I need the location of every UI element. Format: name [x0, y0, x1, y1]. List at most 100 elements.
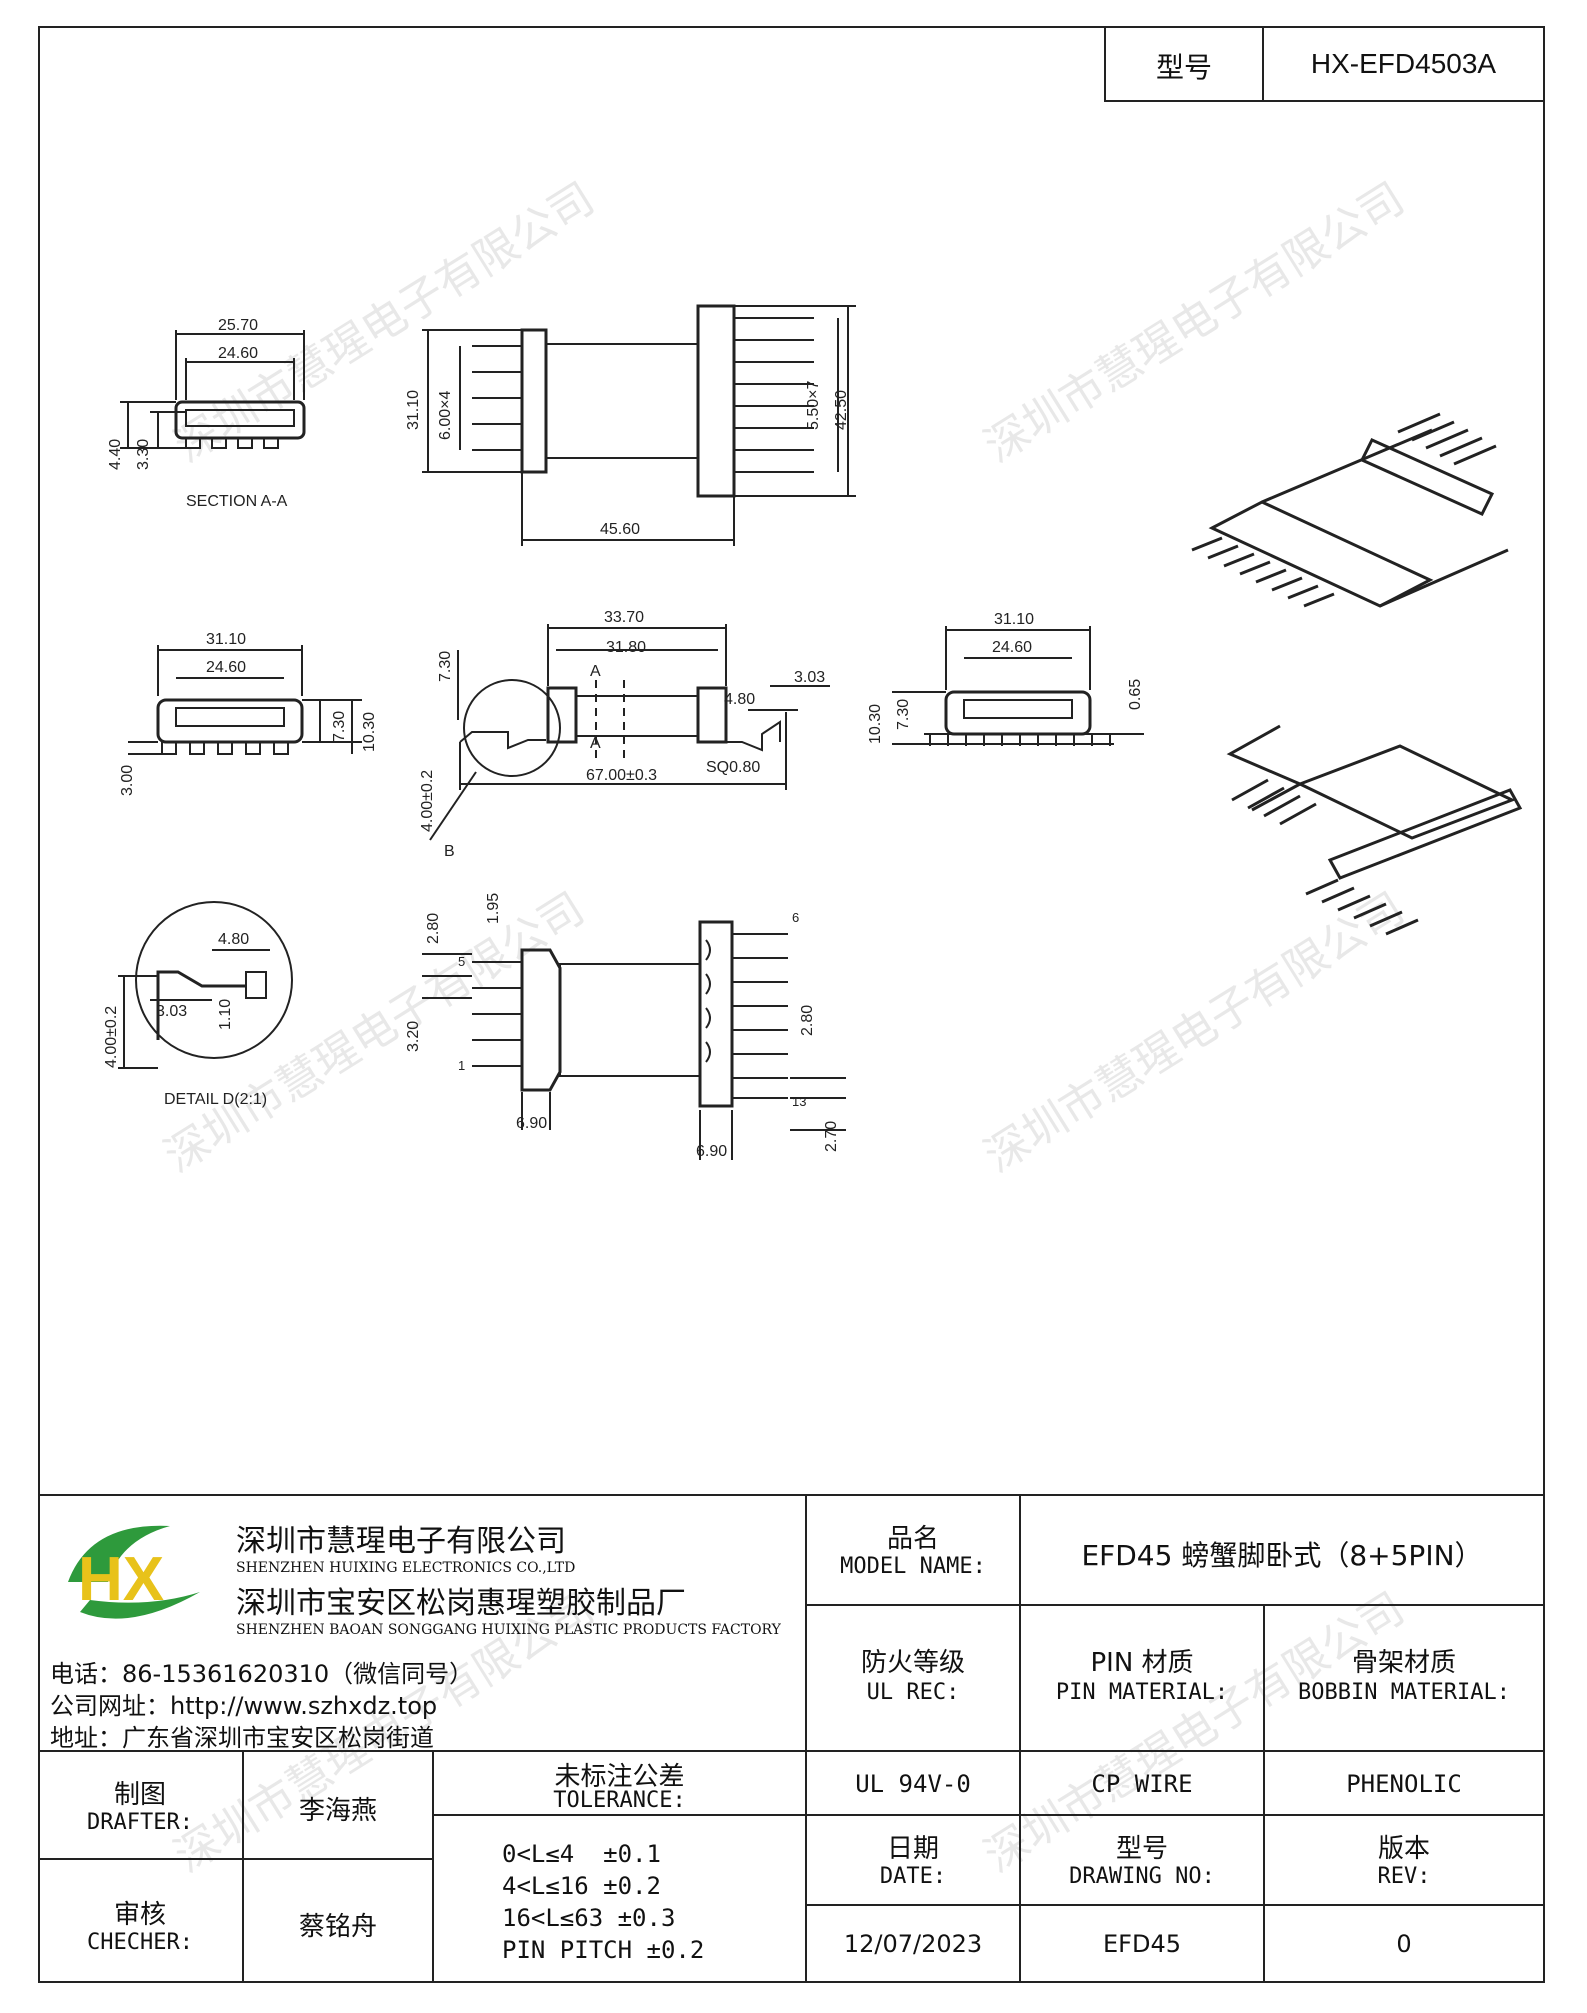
drafter-value: 李海燕	[298, 1796, 377, 1826]
left-end-dim: 7.30	[331, 711, 348, 742]
checker-label-cell: 审核 CHECHER:	[38, 1858, 244, 1983]
bottom-view: 2.80 1.95 3.20 2.80 2.70 6.90 6.90 5 1 6…	[405, 893, 846, 1160]
tolerance-label-cn: 未标注公差	[554, 1762, 685, 1792]
section-aa-dim: 25.70	[218, 317, 258, 334]
top-view-dim: 6.00×4	[437, 391, 454, 440]
model-name-value: EFD45 螃蟹脚卧式（8+5PIN）	[1081, 1539, 1483, 1572]
bobbin-material-label-en: BOBBIN MATERIAL:	[1298, 1680, 1510, 1705]
company-website[interactable]: 公司网址：http://www.szhxdz.top	[50, 1692, 438, 1720]
drawing-no-label-cn: 型号	[1115, 1834, 1168, 1864]
bobbin-material-label-cn: 骨架材质	[1351, 1648, 1456, 1678]
bottom-view-dim: 3.20	[405, 1021, 422, 1052]
top-view: 31.10 6.00×4 5.50×7 42.50 45.60	[405, 304, 856, 546]
left-end-dim: 3.00	[119, 765, 136, 796]
top-view-dim: 45.60	[600, 521, 640, 538]
ul-label-en: UL REC:	[866, 1680, 960, 1705]
iso-view-bottom	[1226, 724, 1523, 936]
date-label-en: DATE:	[879, 1864, 947, 1889]
section-label: A	[590, 663, 601, 680]
header-model-value: HX-EFD4503A	[1310, 48, 1497, 79]
top-view-dim: 31.10	[405, 390, 422, 430]
front-view-dim: 67.00±0.3	[586, 767, 657, 784]
company-phone: 电话：86-15361620310（微信同号）	[50, 1660, 474, 1688]
section-aa-dim: 24.60	[218, 345, 258, 362]
pin-material-label-en: PIN MATERIAL:	[1055, 1680, 1229, 1705]
detail-caption: DETAIL D(2:1)	[164, 1091, 267, 1108]
pin-number: 5	[458, 954, 465, 969]
pin-number: 1	[458, 1058, 465, 1073]
iso-view-top	[1191, 412, 1509, 608]
pin-material-label-cn: PIN 材质	[1090, 1648, 1194, 1678]
front-view-dim: SQ0.80	[706, 759, 760, 776]
drawing-no-value-cell: EFD45	[1019, 1904, 1265, 1983]
drawing-no-label-cell: 型号 DRAWING NO:	[1019, 1814, 1265, 1906]
ul-label-cn: 防火等级	[860, 1648, 965, 1678]
checker-label-en: CHECHER:	[87, 1930, 193, 1955]
ul-value: UL 94V-0	[855, 1770, 971, 1798]
rev-value-cell: 0	[1263, 1904, 1545, 1983]
tolerance-values-cell: 0<L≤4 ±0.1 4<L≤16 ±0.2 16<L≤63 ±0.3 PIN …	[432, 1814, 807, 1983]
front-view-dim: 33.70	[604, 609, 644, 626]
drawing-no-label-en: DRAWING NO:	[1069, 1864, 1215, 1889]
bottom-view-dim: 2.70	[823, 1121, 840, 1152]
left-end-dim: 31.10	[206, 631, 246, 648]
factory-name-cn: 深圳市宝安区松岗惠瑆塑胶制品厂	[236, 1586, 686, 1621]
section-aa-dim: 3.30	[135, 439, 152, 470]
company-address: 地址：广东省深圳市宝安区松岗街道	[50, 1724, 434, 1752]
top-view-dim: 42.50	[833, 390, 850, 430]
top-view-dim: 5.50×7	[805, 381, 822, 430]
date-value-cell: 12/07/2023	[805, 1904, 1021, 1983]
rev-label-en: REV:	[1377, 1864, 1431, 1889]
drawing-frame	[38, 26, 1545, 1983]
bottom-view-dim: 6.90	[516, 1115, 547, 1132]
technical-drawing: 25.70 24.60 4.40 3.30 SECTION A-A 31.10	[103, 304, 1523, 1160]
rev-label-cell: 版本 REV:	[1263, 1814, 1545, 1906]
front-view-dim: 4.00±0.2	[419, 770, 436, 832]
detail-dim: 3.03	[156, 1003, 187, 1020]
bottom-view-dim: 6.90	[696, 1143, 727, 1160]
drafter-label-cn: 制图	[113, 1780, 166, 1810]
bottom-view-dim: 2.80	[425, 913, 442, 944]
bobbin-material-label-cell: 骨架材质 BOBBIN MATERIAL:	[1263, 1604, 1545, 1752]
company-info-cell: HX 深圳市慧瑆电子有限公司 SHENZHEN HUIXING ELECTRON…	[38, 1494, 807, 1752]
header-model-label: 型号	[1155, 51, 1212, 84]
tolerance-label-en: TOLERANCE:	[553, 1788, 686, 1813]
front-view-dim: 7.30	[437, 651, 454, 682]
company-logo: HX	[68, 1525, 200, 1619]
right-end-dim: 31.10	[994, 611, 1034, 628]
logo-letters: HX	[78, 1545, 164, 1614]
tolerance-line: 0<L≤4 ±0.1	[502, 1840, 661, 1868]
company-name-en: SHENZHEN HUIXING ELECTRONICS CO.,LTD	[236, 1560, 576, 1576]
section-aa-dim: 4.40	[107, 439, 124, 470]
company-name-cn: 深圳市慧瑆电子有限公司	[236, 1524, 566, 1559]
model-name-label-en: MODEL NAME:	[840, 1554, 986, 1579]
detail-dim: 4.80	[218, 931, 249, 948]
left-end-dim: 10.30	[361, 712, 378, 752]
model-name-label-cn: 品名	[886, 1524, 939, 1554]
section-aa-caption: SECTION A-A	[186, 493, 288, 510]
left-end-view: 31.10 24.60 7.30 10.30 3.00	[119, 631, 378, 796]
bobbin-material-value-cell: PHENOLIC	[1263, 1750, 1545, 1816]
tolerance-line: 4<L≤16 ±0.2	[502, 1872, 661, 1900]
model-name-value-cell: EFD45 螃蟹脚卧式（8+5PIN）	[1019, 1494, 1545, 1606]
detail-label: B	[444, 843, 455, 860]
drafter-value-cell: 李海燕	[242, 1750, 434, 1860]
section-aa-view: 25.70 24.60 4.40 3.30 SECTION A-A	[107, 317, 306, 510]
front-view-dim: 31.80	[606, 639, 646, 656]
pin-number: 6	[792, 910, 799, 925]
bottom-view-dim: 2.80	[799, 1005, 816, 1036]
checker-label-cn: 审核	[113, 1900, 166, 1930]
model-name-label-cell: 品名 MODEL NAME:	[805, 1494, 1021, 1606]
drawing-no-value: EFD45	[1103, 1930, 1181, 1958]
detail-dim: 4.00±0.2	[103, 1006, 120, 1068]
rev-value: 0	[1396, 1930, 1412, 1958]
right-end-view: 31.10 24.60 10.30 7.30 0.65	[867, 611, 1144, 746]
pin-material-label-cell: PIN 材质 PIN MATERIAL:	[1019, 1604, 1265, 1752]
front-view: 33.70 31.80 7.30 3.03 4.80 4.00±0.2 67.0…	[419, 609, 830, 860]
left-end-dim: 24.60	[206, 659, 246, 676]
front-view-dim: 4.80	[724, 691, 755, 708]
detail-d-view: 4.80 3.03 1.10 4.00±0.2 DETAIL D(2:1)	[103, 901, 293, 1108]
tolerance-line: 16<L≤63 ±0.3	[502, 1904, 676, 1932]
pin-number: 13	[792, 1094, 806, 1109]
checker-value-cell: 蔡铭舟	[242, 1858, 434, 1983]
